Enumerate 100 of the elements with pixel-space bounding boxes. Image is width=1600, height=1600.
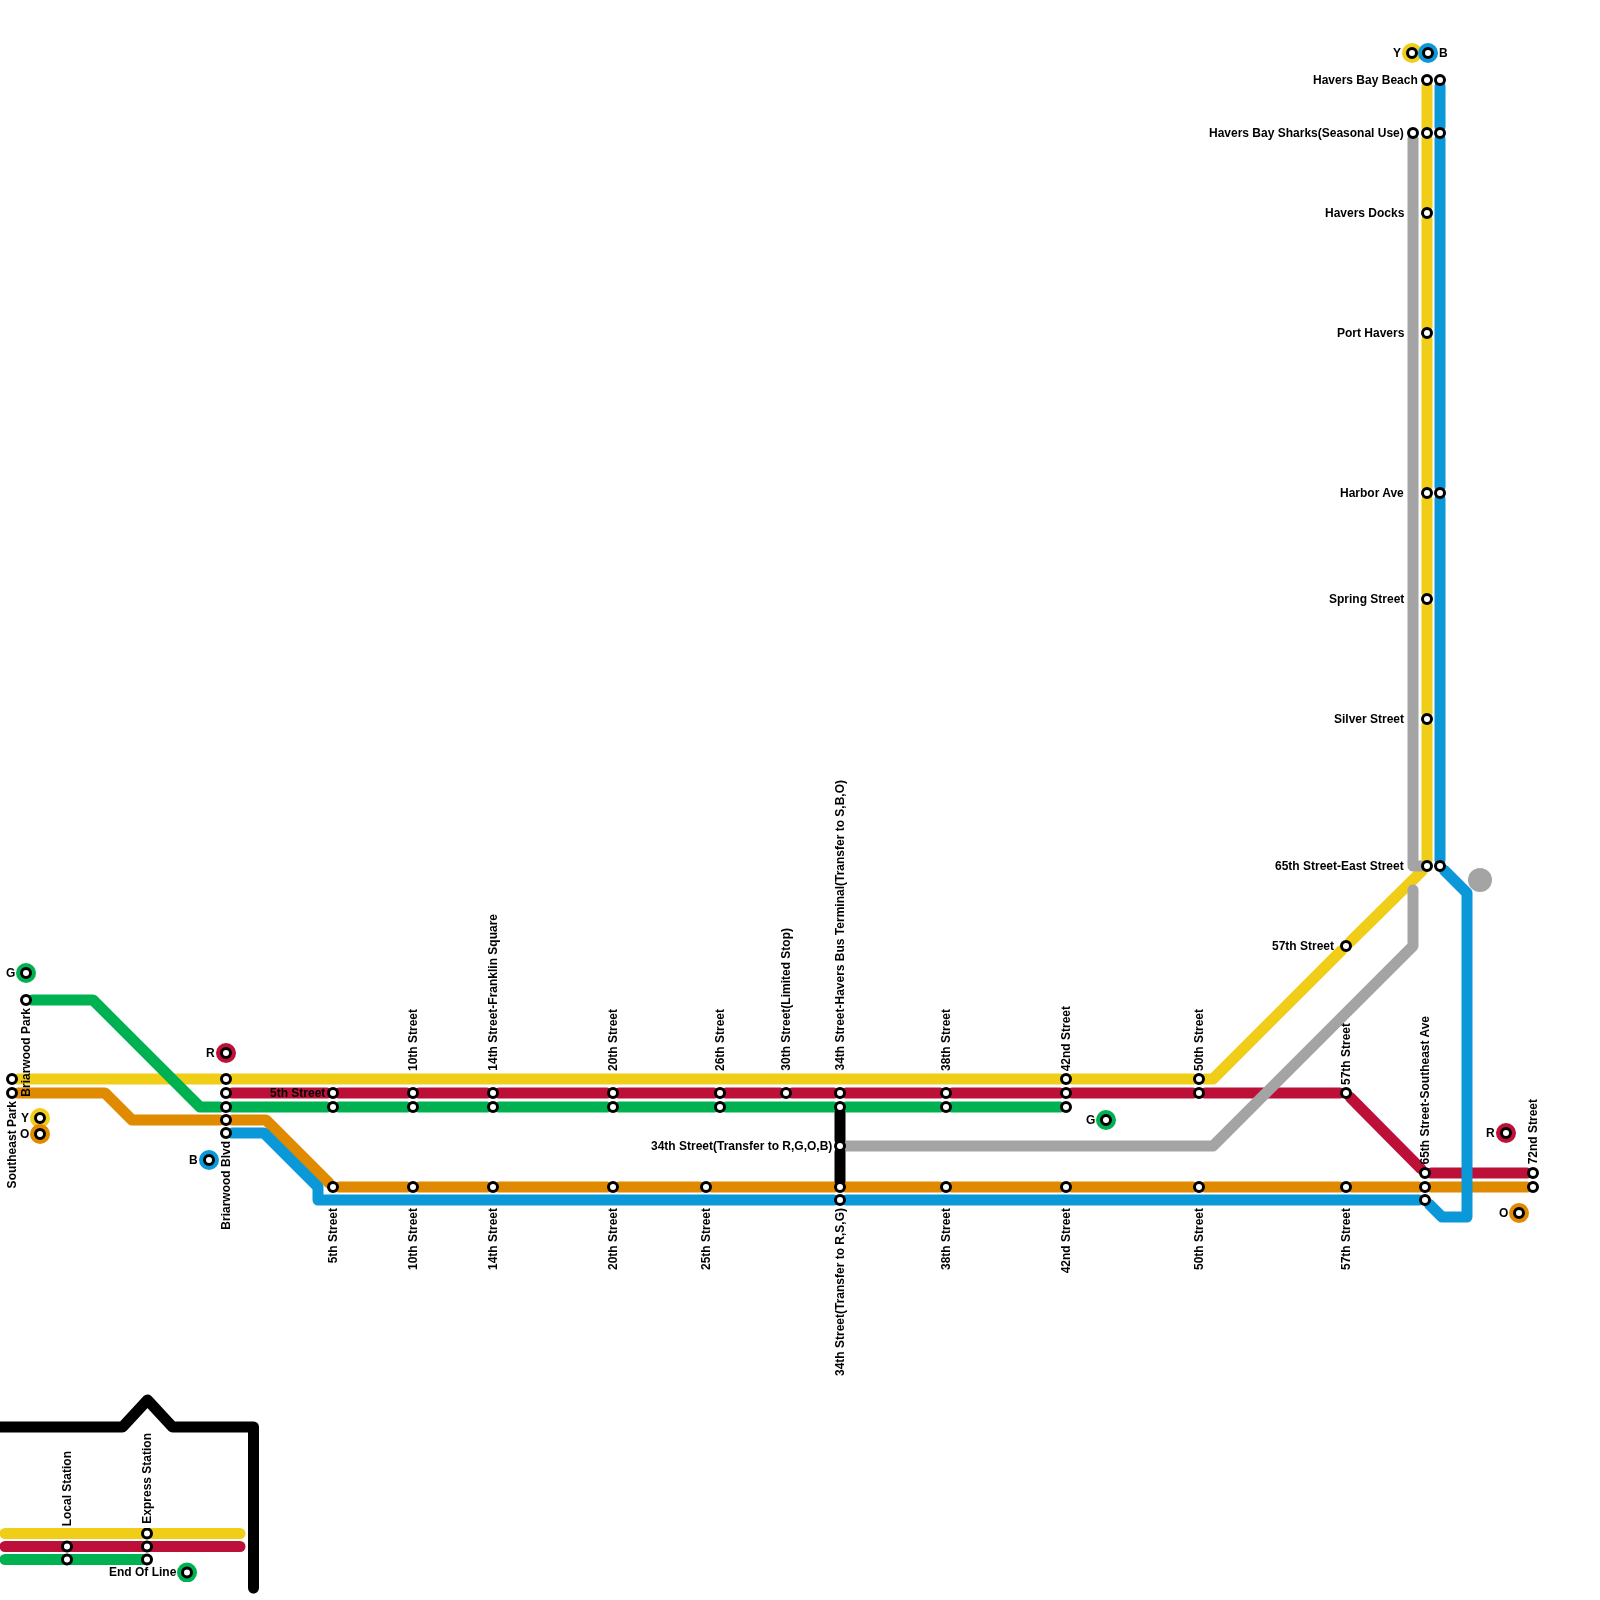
station-marker-icon bbox=[1434, 860, 1446, 872]
station-label: 5th Street bbox=[270, 1086, 326, 1100]
rail-line bbox=[1423, 864, 1473, 1223]
station-label: Port Havers bbox=[1337, 326, 1405, 340]
station-label: Briarwood Blvd bbox=[219, 1141, 233, 1230]
station-label: 30th Street(Limited Stop) bbox=[779, 928, 793, 1071]
station-marker-icon bbox=[220, 1073, 232, 1085]
station-marker-icon bbox=[1421, 860, 1433, 872]
station-marker-icon bbox=[1193, 1087, 1205, 1099]
line-letter: Y bbox=[1393, 46, 1401, 60]
terminal-marker-icon bbox=[16, 963, 36, 983]
line-letter: Y bbox=[21, 1111, 29, 1125]
station-label: 10th Street bbox=[406, 1208, 420, 1271]
station-label: 57th Street bbox=[1272, 939, 1335, 953]
station-label: Havers Docks bbox=[1325, 206, 1405, 220]
legend-label: Express Station bbox=[140, 1433, 154, 1524]
station-label: Southeast Park bbox=[5, 1101, 19, 1189]
station-label: 34th Street(Transfer to R,S,G) bbox=[833, 1208, 847, 1377]
station-marker-icon bbox=[327, 1101, 339, 1113]
station-label: 57th Street bbox=[1339, 1023, 1353, 1086]
station-marker-icon bbox=[6, 1087, 18, 1099]
station-marker-icon bbox=[1340, 940, 1352, 952]
station-label: 42nd Street bbox=[1059, 1208, 1073, 1274]
station-marker-icon bbox=[1434, 487, 1446, 499]
station-label: 34th Street(Transfer to R,G,O,B) bbox=[651, 1139, 833, 1153]
line-letter: R bbox=[206, 1046, 215, 1060]
station-marker-icon bbox=[6, 1073, 18, 1085]
line-letter: O bbox=[1499, 1206, 1509, 1220]
station-marker-icon bbox=[607, 1181, 619, 1193]
station-marker-icon bbox=[940, 1181, 952, 1193]
station-label: 5th Street bbox=[326, 1208, 340, 1264]
station-marker-icon bbox=[487, 1101, 499, 1113]
terminal-marker-icon bbox=[216, 1043, 236, 1063]
station-marker-icon bbox=[1419, 1167, 1431, 1179]
rail-line bbox=[1344, 1091, 1427, 1175]
station-marker-icon bbox=[834, 1087, 846, 1099]
station-marker-icon bbox=[834, 1181, 846, 1193]
station-label: 34th Street-Havers Bus Terminal(Transfer to S,B,O) bbox=[833, 780, 847, 1071]
station-label: 25th Street bbox=[699, 1208, 713, 1271]
station-marker-icon bbox=[1421, 487, 1433, 499]
station-marker-icon bbox=[1193, 1073, 1205, 1085]
station-marker-icon bbox=[20, 994, 32, 1006]
station-marker-icon bbox=[1340, 1181, 1352, 1193]
station-marker-icon bbox=[834, 1140, 846, 1152]
station-marker-icon bbox=[1421, 74, 1433, 86]
station-marker-icon bbox=[834, 1194, 846, 1206]
station-marker-icon bbox=[714, 1101, 726, 1113]
station-label: 72nd Street bbox=[1526, 1099, 1540, 1165]
legend-label: Local Station bbox=[60, 1451, 74, 1527]
station-marker-icon bbox=[700, 1181, 712, 1193]
station-marker-icon bbox=[607, 1087, 619, 1099]
station-label: 38th Street bbox=[939, 1208, 953, 1271]
station-marker-icon bbox=[714, 1087, 726, 1099]
station-label: 50th Street bbox=[1192, 1009, 1206, 1072]
station-marker-icon bbox=[220, 1101, 232, 1113]
station-marker-icon bbox=[487, 1087, 499, 1099]
station-label: 14th Street-Franklin Square bbox=[486, 914, 500, 1071]
station-label: 20th Street bbox=[606, 1009, 620, 1072]
station-label: 38th Street bbox=[939, 1009, 953, 1072]
line-letter: B bbox=[1439, 46, 1448, 60]
station-marker-icon bbox=[1193, 1181, 1205, 1193]
station-marker-icon bbox=[834, 1101, 846, 1113]
line-letter: R bbox=[1486, 1126, 1495, 1140]
terminal-marker-icon bbox=[199, 1150, 219, 1170]
station-marker-icon bbox=[1419, 1181, 1431, 1193]
station-marker-icon bbox=[220, 1127, 232, 1139]
station-marker-icon bbox=[1421, 127, 1433, 139]
station-marker-icon bbox=[1527, 1167, 1539, 1179]
line-letter: G bbox=[6, 966, 16, 980]
station-marker-icon bbox=[780, 1087, 792, 1099]
station-label: 57th Street bbox=[1339, 1208, 1353, 1271]
end-dot-icon bbox=[1468, 868, 1492, 892]
station-marker-icon bbox=[407, 1181, 419, 1193]
station-marker-icon bbox=[220, 1114, 232, 1126]
station-label: 65th Street-East Street bbox=[1275, 859, 1404, 873]
station-marker-icon bbox=[940, 1087, 952, 1099]
station-label: Havers Bay Beach bbox=[1313, 73, 1418, 87]
station-marker-icon bbox=[1419, 1194, 1431, 1206]
station-label: 26th Street bbox=[713, 1009, 727, 1072]
station-marker-icon bbox=[1527, 1181, 1539, 1193]
station-label: Spring Street bbox=[1329, 592, 1405, 606]
station-marker-icon bbox=[1060, 1073, 1072, 1085]
station-label: Havers Bay Sharks(Seasonal Use) bbox=[1209, 126, 1404, 140]
station-marker-icon bbox=[607, 1101, 619, 1113]
station-marker-icon bbox=[940, 1101, 952, 1113]
station-marker-icon bbox=[1421, 713, 1433, 725]
line-letter: O bbox=[20, 1127, 30, 1141]
terminal-marker-icon bbox=[1509, 1203, 1529, 1223]
station-label: 10th Street bbox=[406, 1009, 420, 1072]
terminal-marker-icon bbox=[1418, 43, 1438, 63]
station-marker-icon bbox=[327, 1181, 339, 1193]
station-marker-icon bbox=[1421, 327, 1433, 339]
terminal-marker-icon bbox=[1496, 1123, 1516, 1143]
station-marker-icon bbox=[1060, 1087, 1072, 1099]
station-label: 20th Street bbox=[606, 1208, 620, 1271]
line-letter: G bbox=[1086, 1113, 1096, 1127]
station-marker-icon bbox=[407, 1087, 419, 1099]
station-marker-icon bbox=[487, 1181, 499, 1193]
station-label: Harbor Ave bbox=[1340, 486, 1404, 500]
station-label: Silver Street bbox=[1334, 712, 1405, 726]
